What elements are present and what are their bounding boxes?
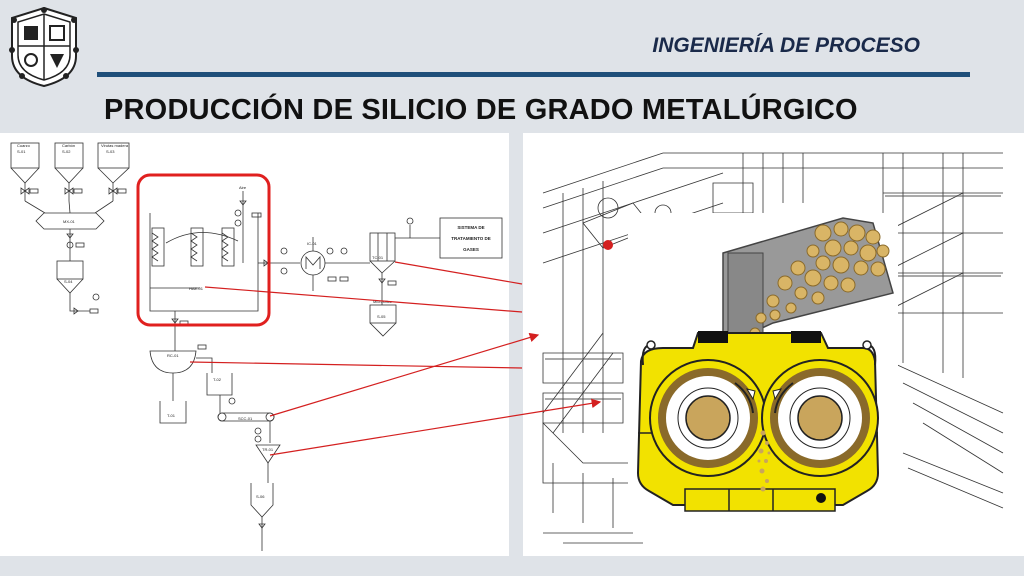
exchanger-tag: IC-01 — [307, 241, 318, 246]
course-title: INGENIERÍA DE PROCESO — [652, 34, 920, 57]
ladle-tag: RC-01 — [167, 353, 179, 358]
feed-material — [748, 221, 890, 366]
mixer-mx01 — [35, 212, 105, 230]
header-rule — [97, 72, 970, 77]
hopper-s01-tag: S-01 — [17, 149, 26, 154]
product-tag: S-06 — [256, 494, 265, 499]
location-marker — [603, 240, 613, 250]
gas-box-line-3: GASES — [463, 247, 479, 252]
crusher-tag: TR-01 — [262, 447, 274, 452]
hopper-s01-name: Cuarzo — [17, 143, 31, 148]
bin-t01 — [159, 401, 187, 424]
heat-exchanger-ic01 — [300, 250, 326, 276]
silo-s04-tag: S-04 — [64, 279, 73, 284]
crushed-output — [757, 430, 771, 492]
gas-treatment-box — [439, 217, 503, 259]
air-label: Aire — [239, 185, 247, 190]
silo-s05 — [369, 304, 397, 337]
silo-s06 — [250, 483, 274, 518]
hopper-s03-tag: S-03 — [106, 149, 115, 154]
furnace-hae01 — [149, 213, 259, 312]
ladle-rc01 — [149, 350, 197, 374]
furnace-tag: HAE-01 — [189, 286, 204, 291]
tank-tag: T-02 — [213, 377, 222, 382]
mixer-tag: MX-01 — [63, 219, 76, 224]
separator-tag: TC-01 — [372, 255, 384, 260]
gas-box-line-1: SISTEMA DE — [457, 225, 484, 230]
conveyor-tag: SCC-01 — [238, 416, 253, 421]
hopper-s02-name: Carbón — [62, 143, 75, 148]
silo-s04 — [56, 260, 84, 294]
separator-tc01 — [369, 232, 396, 274]
right-roller — [761, 359, 879, 477]
hopper-s02 — [54, 142, 84, 184]
furnace-highlight — [136, 173, 271, 327]
process-flow-diagram: Cuarzo S-01 Carbón S-02 Virutas madera S… — [0, 133, 509, 556]
bin-tag: T-01 — [167, 413, 176, 418]
hopper-s01 — [10, 142, 40, 184]
gas-box-line-2: TRATAMIENTO DE — [451, 236, 491, 241]
tank-t02 — [206, 373, 233, 396]
microsilica-label: Microsílice — [373, 299, 393, 304]
university-seal-logo — [9, 6, 79, 88]
left-roller — [649, 359, 767, 477]
roll-crusher-illustration — [523, 133, 1024, 556]
hopper-s03-name: Virutas madera — [101, 143, 129, 148]
slide-title: PRODUCCIÓN DE SILICIO DE GRADO METALÚRGI… — [104, 94, 858, 126]
hopper-s02-tag: S-02 — [62, 149, 71, 154]
microsilica-tag: S-05 — [377, 314, 386, 319]
